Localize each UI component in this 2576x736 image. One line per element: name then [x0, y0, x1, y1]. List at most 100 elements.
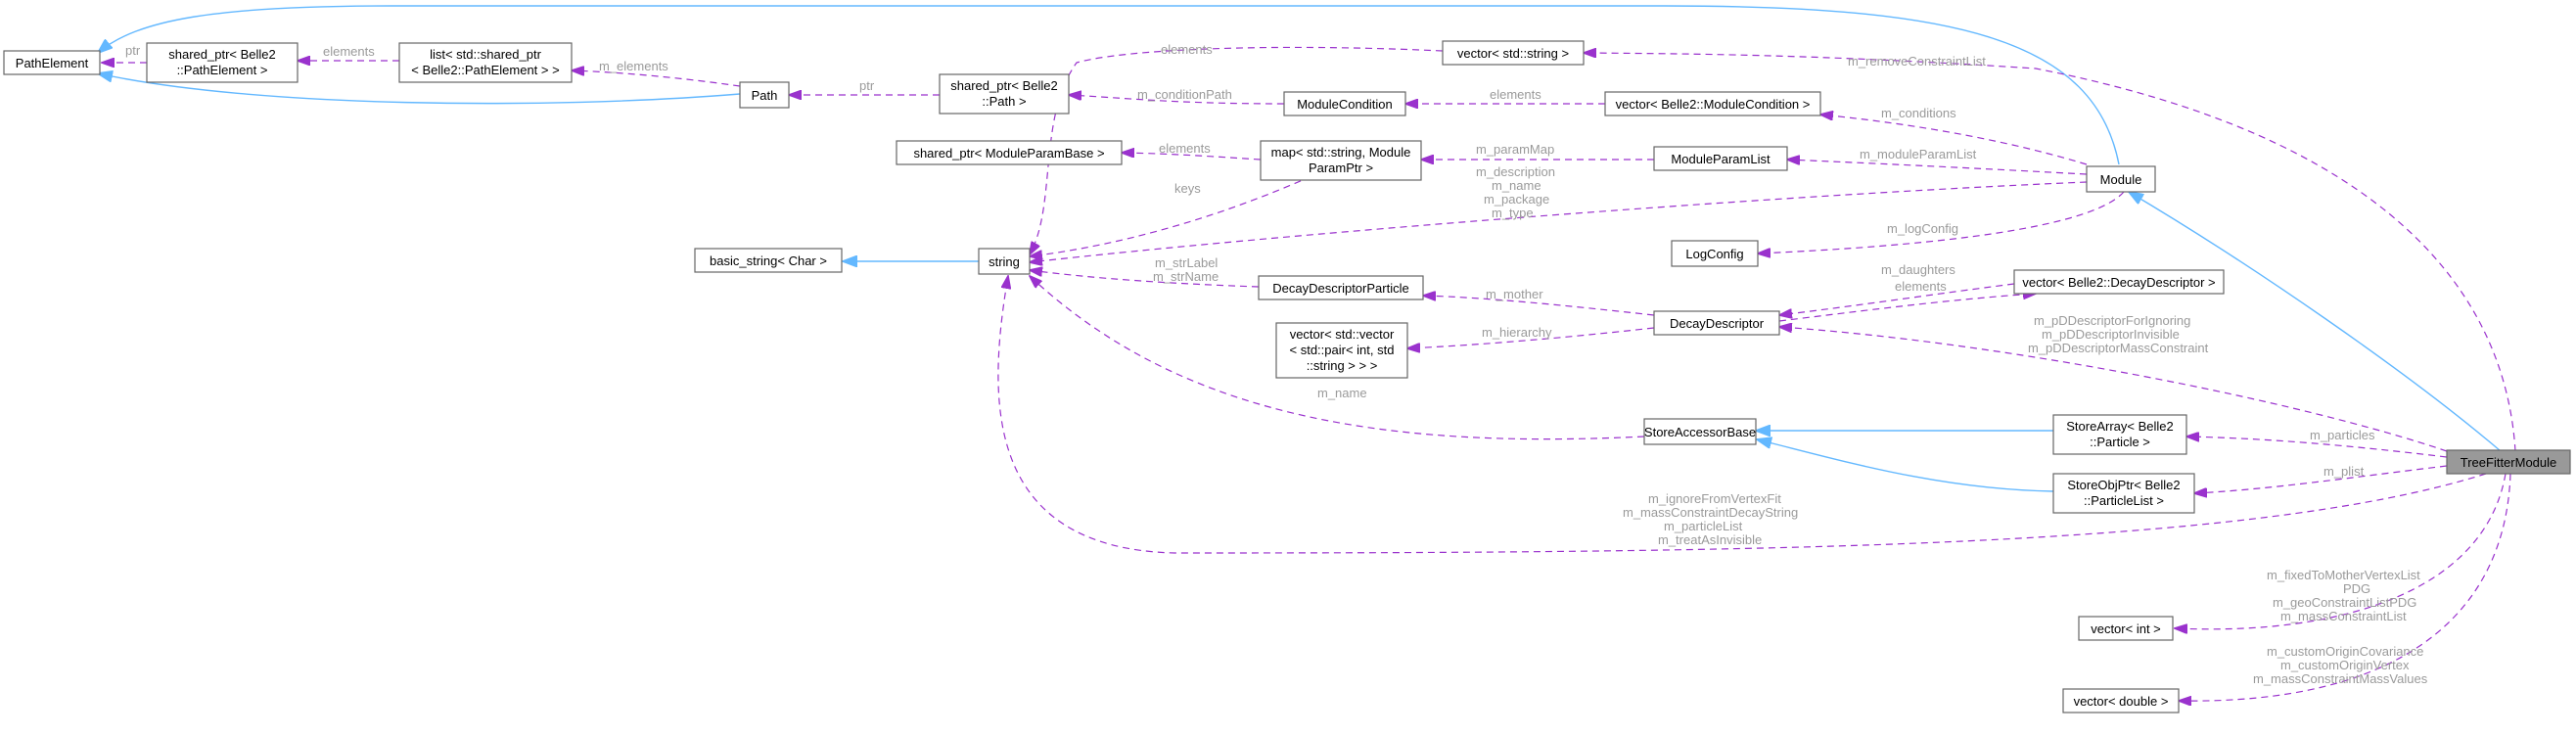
node-basic-string-label: basic_string< Char >: [710, 253, 827, 268]
label-m-logconfig: m_logConfig: [1887, 221, 1958, 236]
node-storeobjptr[interactable]: StoreObjPtr< Belle2 ::ParticleList >: [2052, 473, 2195, 514]
node-sp-mpb[interactable]: shared_ptr< ModuleParamBase >: [896, 140, 1123, 165]
label-m-mother: m_mother: [1486, 287, 1543, 301]
label-m-pdd-1: m_pDDescriptorInvisible: [2042, 327, 2180, 342]
node-vec-int-label: vector< int >: [2091, 621, 2161, 636]
edge-module-inherits-pathelement: [98, 5, 2120, 165]
node-vec-double[interactable]: vector< double >: [2062, 688, 2180, 713]
node-sp-pathelement[interactable]: shared_ptr< Belle2 ::PathElement >: [146, 42, 299, 83]
edge-labels: ptr elements m_elements ptr m_conditionP…: [125, 42, 2428, 686]
node-logconfig-label: LogConfig: [1685, 247, 1743, 261]
edge-tfm-vecdouble: [2179, 473, 2511, 701]
node-treefittermodule[interactable]: TreeFitterModule: [2446, 449, 2571, 475]
label-m-particles: m_particles: [2310, 428, 2375, 442]
node-pathelement[interactable]: PathElement: [3, 50, 101, 75]
edge-ddp-string: [1030, 270, 1260, 288]
node-ddp[interactable]: DecayDescriptorParticle: [1258, 275, 1424, 300]
edge-module-vecmodcond: [1820, 115, 2088, 165]
node-vec-string[interactable]: vector< std::string >: [1442, 40, 1585, 66]
edges: [98, 5, 2516, 701]
label-tfm-strings-3: m_treatAsInvisible: [1658, 532, 1762, 547]
node-sp-path[interactable]: shared_ptr< Belle2 ::Path >: [939, 73, 1070, 115]
edge-map-spmpb: [1122, 153, 1262, 161]
node-sab-label: StoreAccessorBase: [1644, 425, 1756, 439]
node-map-line2: ParamPtr >: [1309, 161, 1373, 175]
node-sp-path-line2: ::Path >: [982, 94, 1026, 109]
node-vec-double-label: vector< double >: [2074, 694, 2169, 709]
label-keys: keys: [1174, 181, 1201, 196]
node-storeobjptr-line1: StoreObjPtr< Belle2: [2067, 478, 2180, 492]
node-sp-mpb-label: shared_ptr< ModuleParamBase >: [913, 146, 1104, 161]
label-elements-mpb: elements: [1159, 141, 1211, 156]
node-logconfig[interactable]: LogConfig: [1671, 240, 1759, 267]
edge-vecdd-dd: [1779, 283, 2015, 315]
node-vec-modcond[interactable]: vector< Belle2::ModuleCondition >: [1604, 91, 1821, 116]
edge-tfm-storeobjptr: [2194, 465, 2448, 493]
node-string-label: string: [989, 254, 1020, 269]
edge-tfm-dd: [1779, 327, 2448, 452]
label-elements1: elements: [323, 44, 375, 59]
node-list-sp-line1: list< std::shared_ptr: [430, 47, 541, 62]
label-double-lists-0: m_customOriginCovariance: [2267, 644, 2423, 659]
label-ddp-strings-1: m_strName: [1153, 269, 1219, 284]
node-storeobjptr-line2: ::ParticleList >: [2084, 493, 2164, 508]
node-vec-vec-line3: ::string > > >: [1307, 358, 1378, 373]
node-sab[interactable]: StoreAccessorBase: [1643, 418, 1757, 445]
node-sp-pathelement-line1: shared_ptr< Belle2: [168, 47, 276, 62]
label-tfm-strings-1: m_massConstraintDecayString: [1623, 505, 1798, 520]
node-vec-modcond-label: vector< Belle2::ModuleCondition >: [1616, 97, 1811, 112]
edge-sab-string: [1030, 276, 1645, 440]
label-ptr1: ptr: [125, 43, 141, 58]
node-vec-string-label: vector< std::string >: [1457, 46, 1569, 61]
label-module-strings-2: m_package: [1484, 192, 1549, 207]
node-list-sp[interactable]: list< std::shared_ptr < Belle2::PathElem…: [398, 42, 573, 83]
node-dd[interactable]: DecayDescriptor: [1653, 310, 1780, 336]
edge-storeobjptr-inherits-sab: [1757, 439, 2054, 492]
nodes: PathElement shared_ptr< Belle2 ::PathEle…: [3, 40, 2571, 713]
node-path-label: Path: [752, 88, 778, 103]
node-vec-dd-label: vector< Belle2::DecayDescriptor >: [2022, 275, 2215, 290]
node-map[interactable]: map< std::string, Module ParamPtr >: [1260, 140, 1422, 181]
node-string[interactable]: string: [978, 248, 1031, 275]
label-int-lists-0: m_fixedToMotherVertexList: [2267, 568, 2420, 582]
node-storearray[interactable]: StoreArray< Belle2 ::Particle >: [2052, 414, 2187, 455]
edge-module-logconfig: [1758, 191, 2125, 253]
label-m-moduleparamlist: m_moduleParamList: [1860, 147, 1977, 161]
node-module[interactable]: Module: [2086, 165, 2156, 193]
label-m-name-sab: m_name: [1317, 386, 1367, 400]
node-dd-label: DecayDescriptor: [1670, 316, 1765, 331]
node-ddp-label: DecayDescriptorParticle: [1272, 281, 1408, 296]
label-m-parammap: m_paramMap: [1476, 142, 1554, 157]
label-elements-cond: elements: [1490, 87, 1541, 102]
node-moduleparamlist[interactable]: ModuleParamList: [1653, 146, 1788, 171]
label-ddp-strings-0: m_strLabel: [1155, 255, 1218, 270]
node-storearray-line1: StoreArray< Belle2: [2066, 419, 2173, 434]
label-double-lists-1: m_customOriginVertex: [2280, 658, 2410, 672]
edge-vecstring-string: [1030, 46, 1444, 254]
edge-tfm-inherits-module: [2129, 192, 2502, 452]
node-modulecondition[interactable]: ModuleCondition: [1283, 91, 1406, 116]
node-vec-dd[interactable]: vector< Belle2::DecayDescriptor >: [2013, 269, 2225, 295]
node-list-sp-line2: < Belle2::PathElement > >: [411, 63, 559, 77]
node-vec-vec-line2: < std::pair< int, std: [1290, 343, 1395, 357]
edge-dd-vecdd: [1778, 294, 2036, 322]
label-m-removeconstraintlist: m_removeConstraintList: [1848, 54, 1986, 69]
edge-tfm-storearray: [2186, 437, 2448, 458]
node-module-label: Module: [2100, 172, 2142, 187]
node-vec-int[interactable]: vector< int >: [2078, 616, 2174, 641]
node-sp-path-line1: shared_ptr< Belle2: [950, 78, 1058, 93]
node-vec-vec[interactable]: vector< std::vector < std::pair< int, st…: [1275, 322, 1408, 379]
label-int-lists-2: m_geoConstraintListPDG: [2273, 595, 2416, 610]
node-basic-string[interactable]: basic_string< Char >: [694, 248, 843, 273]
label-ptr2: ptr: [859, 78, 875, 93]
node-pathelement-label: PathElement: [16, 56, 89, 70]
node-moduleparamlist-label: ModuleParamList: [1671, 152, 1771, 166]
edge-dd-vecvec: [1407, 327, 1655, 348]
node-treefittermodule-label: TreeFitterModule: [2461, 455, 2557, 470]
label-elements-dd: elements: [1895, 279, 1947, 294]
node-path[interactable]: Path: [739, 81, 790, 109]
edge-path-list: [572, 70, 741, 87]
label-m-conditions: m_conditions: [1881, 106, 1956, 120]
edge-tfm-string: [997, 276, 2487, 554]
